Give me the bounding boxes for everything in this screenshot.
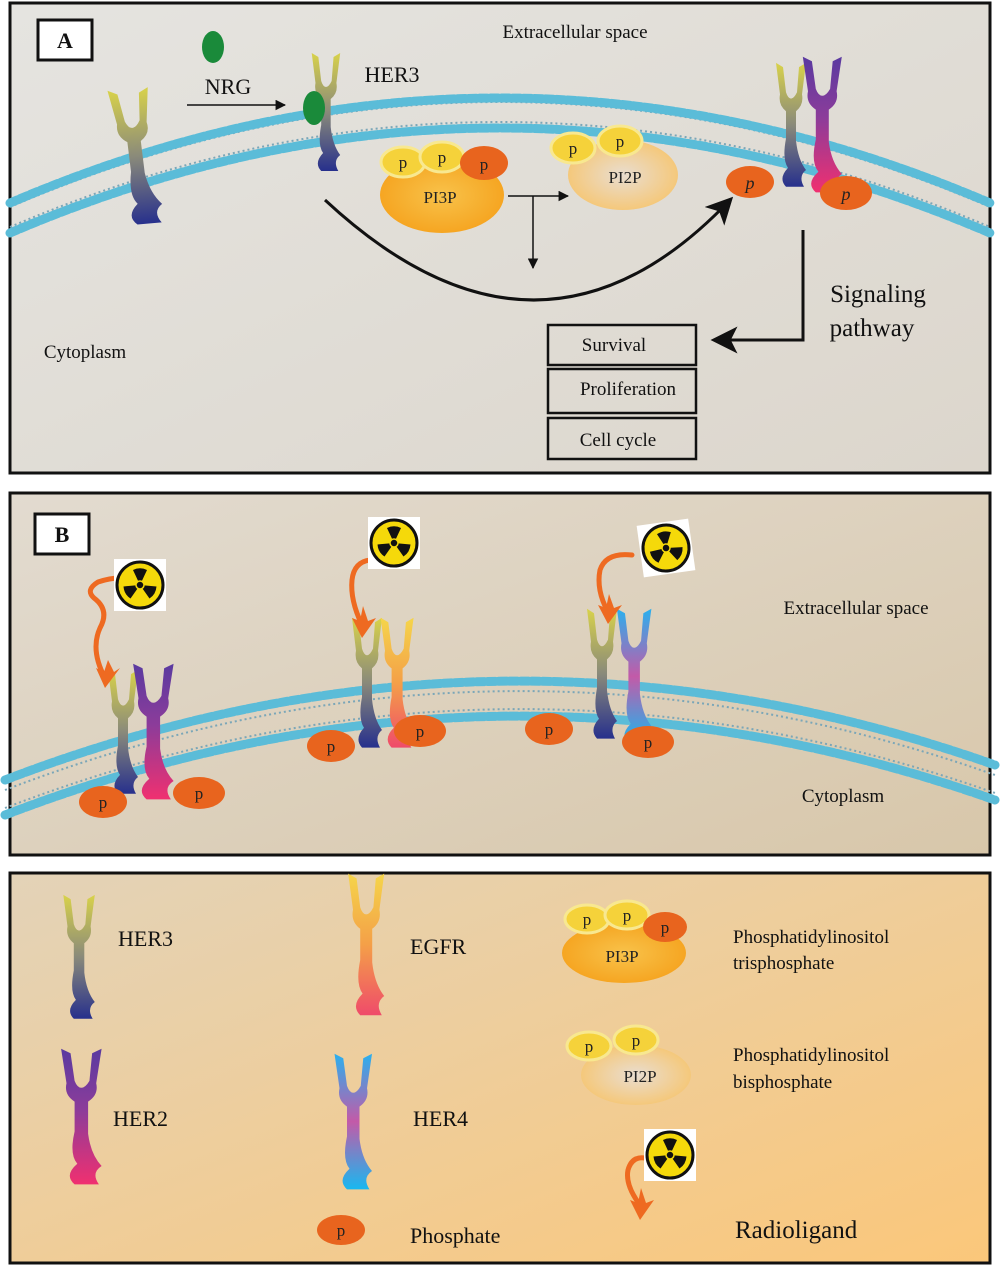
legend-her4-label: HER4 (413, 1106, 468, 1131)
legend-phosphate-icon (317, 1215, 365, 1245)
b3-phosphate-left (525, 713, 573, 745)
signaling-pathway-arrow (710, 230, 805, 354)
panel-a-tag: A (57, 28, 73, 53)
legend-radioligand-head (630, 1188, 654, 1220)
legend-pi2p-desc-2: bisphosphate (733, 1072, 832, 1093)
b1-phosphate-left (79, 786, 127, 818)
dimer-phosphate-right-label: p (840, 184, 851, 204)
b2-phosphate-right (394, 715, 446, 747)
pi3p-phosphate-1-label: p (399, 153, 408, 172)
legend-pi2p-desc-1: Phosphatidylinositol (733, 1045, 889, 1066)
pi2p-label: PI2P (608, 168, 641, 187)
b2-phosphate-right-label: p (416, 722, 425, 741)
pi2p-phosphate-2-label: p (616, 132, 625, 151)
b2-phosphate-left-label: p (327, 737, 336, 756)
b3-radioligand-head (598, 594, 622, 624)
legend-pi3p-phosphate-2-label: p (623, 906, 632, 925)
b3-phosphate-right-label: p (644, 733, 653, 752)
legend-panel: HER3 HER2 EGFR HER4 p Phosphate PI3P p p… (8, 871, 992, 1265)
legend-pi3p-phosphate-1-label: p (583, 910, 592, 929)
legend-pi2p-phosphate-1 (565, 1030, 613, 1062)
pi3p-label: PI3P (423, 188, 456, 207)
legend-pi2p-phosphate-2-label: p (632, 1031, 641, 1050)
legend-radioligand-label: Radioligand (735, 1217, 858, 1244)
panel-a-cytoplasm-label: Cytoplasm (44, 342, 127, 363)
legend-pi2p-label: PI2P (623, 1067, 656, 1086)
outcome-proliferation: Proliferation (580, 379, 677, 400)
outcome-survival: Survival (582, 335, 646, 356)
b3-phosphate-right (622, 726, 674, 758)
panel-b-tag-box (33, 512, 91, 556)
panel-b-tag: B (55, 522, 70, 547)
legend-egfr-label: EGFR (410, 934, 467, 959)
legend-her2-label: HER2 (113, 1106, 168, 1131)
legend-her3-label: HER3 (118, 926, 173, 951)
legend-pi2p-icon (581, 1045, 691, 1105)
panel-b-extracellular-label: Extracellular space (783, 598, 928, 619)
dimer-phosphate-left (726, 166, 774, 198)
nrg-label: NRG (205, 74, 252, 99)
nrg-ligand-icon (202, 31, 224, 63)
b1-radioligand-head (96, 660, 120, 688)
outcome-box-cell-cycle (546, 416, 698, 461)
dimer-phosphate-left-label: p (744, 173, 755, 193)
legend-pi3p-label: PI3P (605, 947, 638, 966)
pi2p-phosphate-1 (549, 131, 597, 165)
panel-b-cytoplasm-label: Cytoplasm (802, 786, 885, 807)
pi3p-phosphate-3 (460, 146, 508, 180)
signaling-label-line1: Signaling (830, 281, 926, 308)
legend-radioligand-tail (625, 1155, 648, 1208)
b1-phosphate-right (173, 777, 225, 809)
outcome-box-survival (546, 323, 698, 367)
pi3p-phosphate-3-label: p (480, 155, 489, 174)
legend-pi3p-desc-1: Phosphatidylinositol (733, 927, 889, 948)
panel-a-extracellular-label: Extracellular space (502, 22, 647, 43)
legend-pi3p-desc-2: trisphosphate (733, 953, 834, 974)
b1-radioligand-tail (87, 575, 123, 681)
panel-b: B Extracellular space Cytoplasm p p p p (0, 491, 1000, 857)
legend-pi3p-phosphate-2 (603, 899, 651, 931)
b3-radioligand-tail (596, 552, 635, 615)
outcome-box-proliferation (546, 367, 698, 415)
legend-phosphate-symbol: p (337, 1221, 346, 1240)
nrg-bound-icon (303, 91, 325, 125)
b1-phosphate-left-label: p (99, 793, 108, 812)
panel-a-tag-box (36, 18, 94, 62)
b2-radioligand-head (352, 606, 376, 638)
outcome-cell-cycle: Cell cycle (580, 430, 657, 451)
b2-radiation-icon (366, 515, 422, 571)
legend-pi2p-phosphate-2 (612, 1024, 660, 1056)
b2-phosphate-left (307, 730, 355, 762)
legend-pi2p-phosphate-1-label: p (585, 1037, 594, 1056)
legend-phosphate-label: Phosphate (410, 1223, 500, 1248)
pi3p-phosphate-2-label: p (438, 148, 447, 167)
b1-radiation-icon (112, 557, 168, 613)
b3-radiation-icon (635, 517, 697, 579)
b1-phosphate-right-label: p (195, 784, 204, 803)
b3-phosphate-left-label: p (545, 720, 554, 739)
legend-pi3p-phosphate-3-label: p (661, 918, 670, 937)
pi2p-phosphate-1-label: p (569, 139, 578, 158)
dimer-phosphate-right (820, 176, 872, 210)
her3-label: HER3 (365, 62, 420, 87)
signaling-label-line2: pathway (830, 315, 915, 342)
legend-radiation-icon (642, 1127, 698, 1183)
legend-pi3p-phosphate-3 (643, 912, 687, 942)
pi2p-icon (568, 140, 678, 210)
b2-radioligand-tail (349, 557, 373, 628)
panel-a: A Extracellular space Cytoplasm NRG HER3… (5, 1, 995, 475)
pi2p-phosphate-2 (596, 124, 644, 158)
activation-curve-arrow (323, 196, 734, 302)
